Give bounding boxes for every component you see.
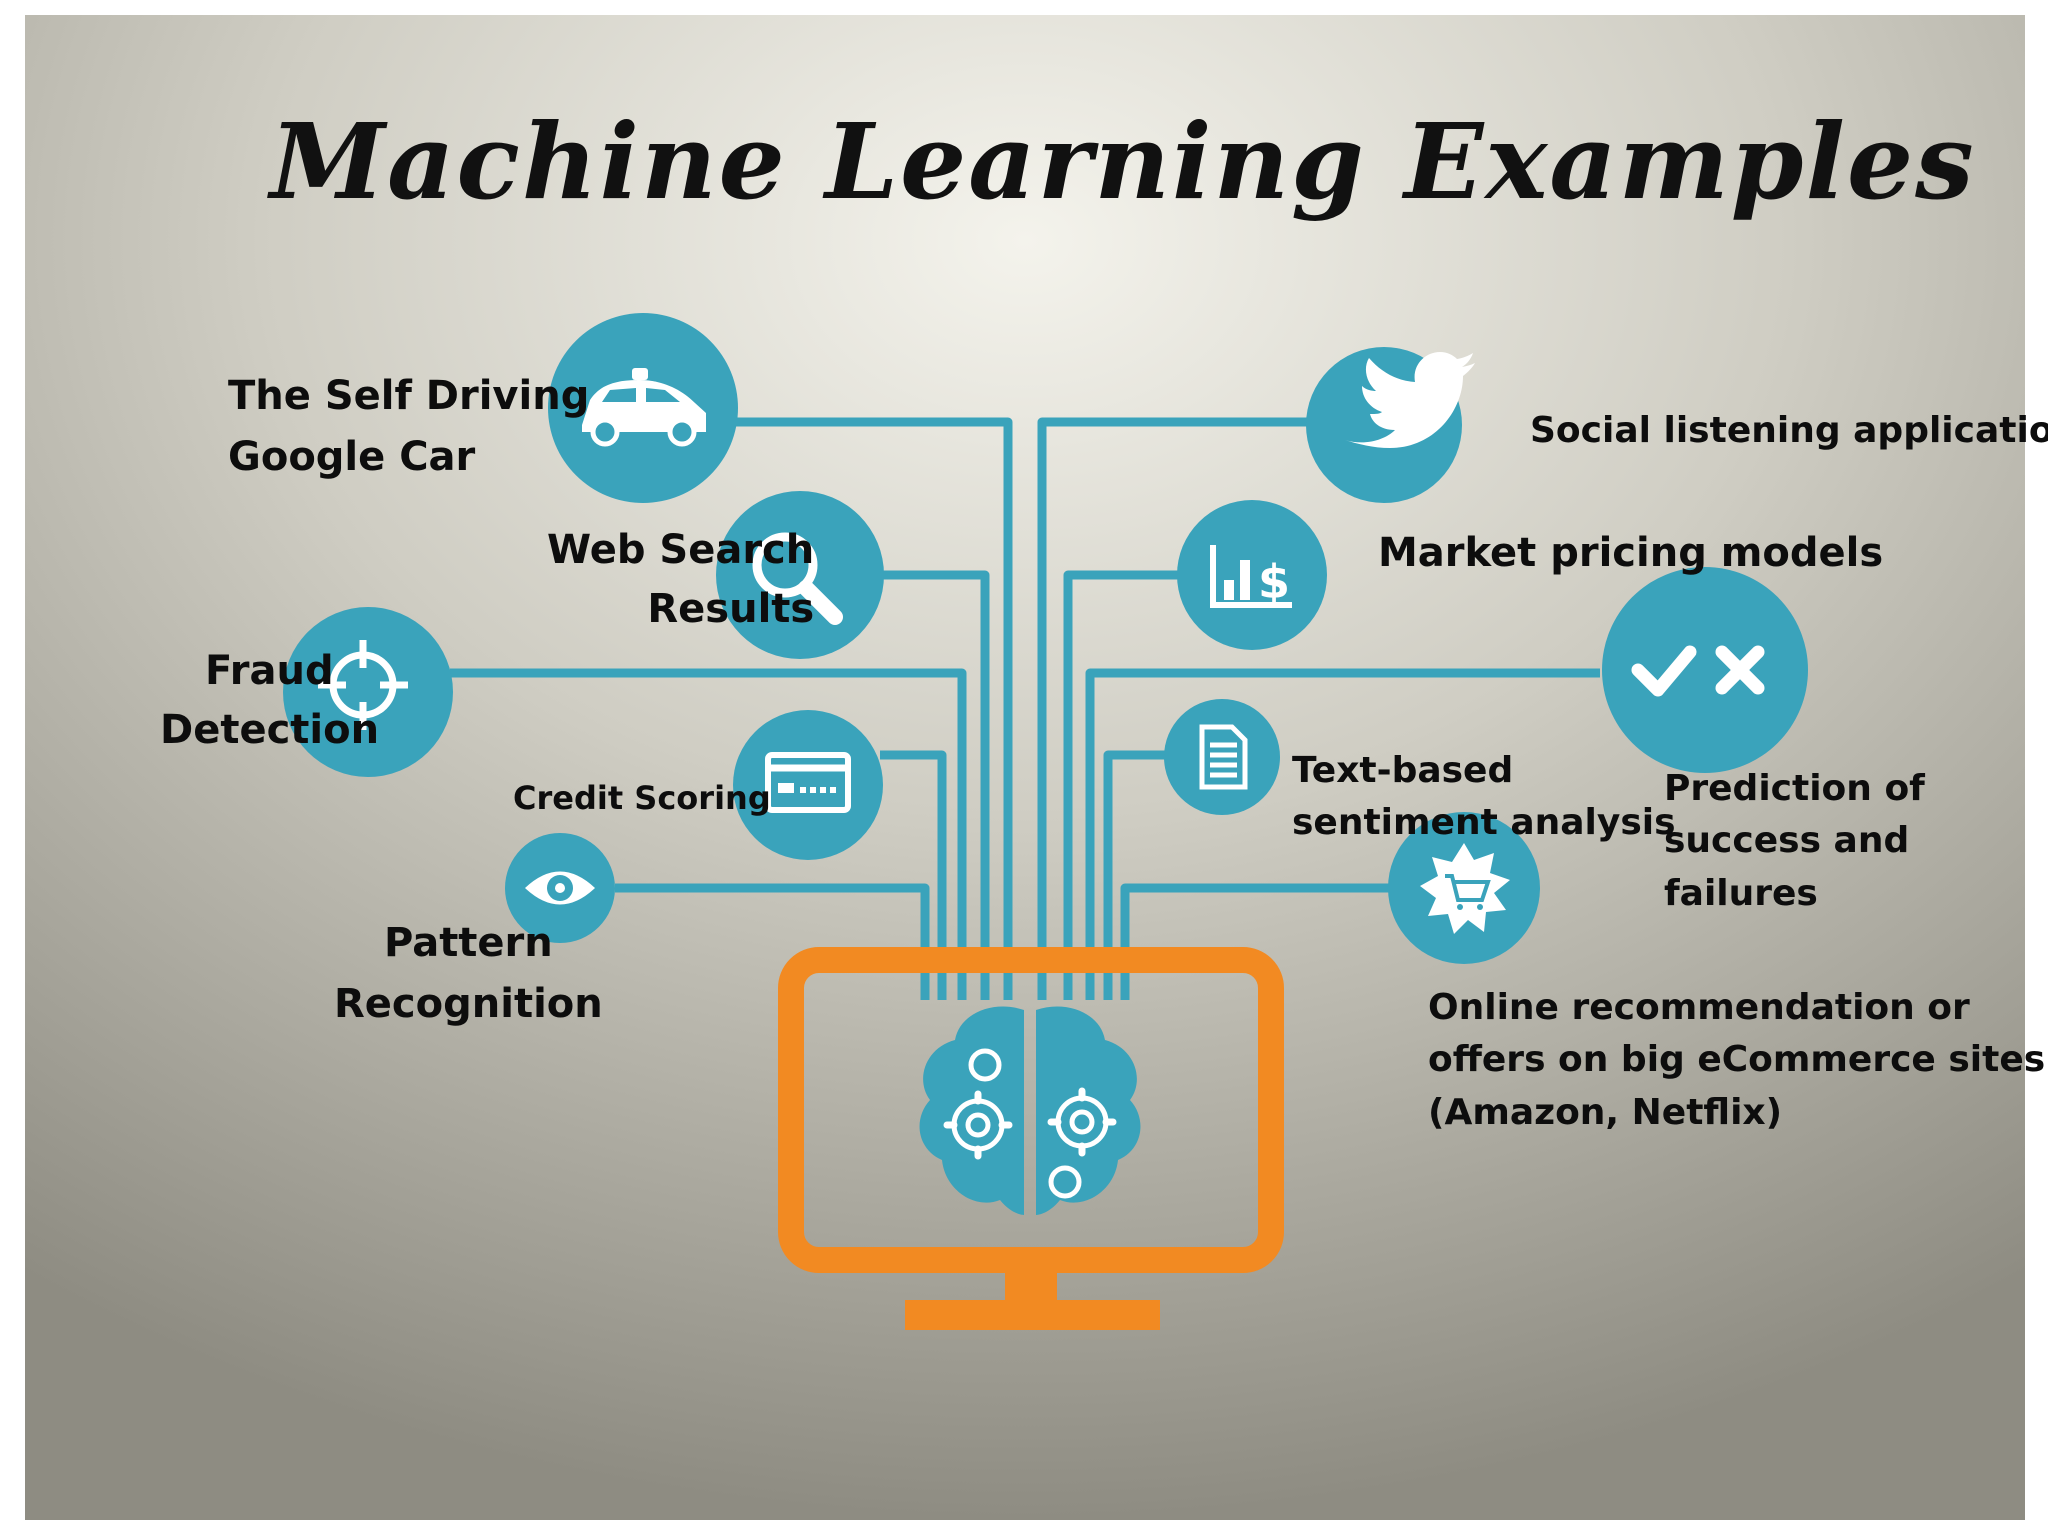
label-credit: Credit Scoring <box>513 779 771 818</box>
page-title: Machine Learning Examples <box>270 100 1976 223</box>
shopping-cart-badge-icon <box>1420 843 1510 934</box>
label-market: Market pricing models <box>1378 530 1883 577</box>
connector-sentiment <box>1103 750 1170 1000</box>
label-line: Detection <box>160 707 380 754</box>
crosshair-icon <box>318 640 408 730</box>
label-line: The Self Driving <box>228 373 590 419</box>
check-cross-icon <box>1631 645 1765 697</box>
label-line: Credit Scoring <box>513 779 771 817</box>
label-line: Results <box>647 586 815 633</box>
document-icon <box>1199 724 1248 790</box>
label-line: Pattern <box>383 920 553 966</box>
monitor-stand <box>905 1300 1160 1330</box>
label-social: Social listening applications <box>1530 410 2048 452</box>
connector-self-driving <box>735 417 1013 1000</box>
label-online: Online recommendation or offers on big e… <box>1428 987 2045 1134</box>
prediction-node <box>1602 567 1808 773</box>
label-line: Text-based <box>1292 750 1514 791</box>
label-line: Recognition <box>334 981 603 1028</box>
label-line: Social listening applications <box>1530 410 2048 451</box>
fraud-node <box>283 607 453 777</box>
label-line: success and <box>1664 820 1910 862</box>
label-line: Prediction of <box>1664 768 1925 809</box>
connector-credit <box>880 750 947 1000</box>
label-fraud: Fraud Detection <box>160 648 379 754</box>
label-line: Market pricing models <box>1378 530 1884 576</box>
sentiment-node <box>1164 699 1280 815</box>
label-prediction: Prediction of success and failures <box>1664 768 1925 915</box>
bar-chart-dollar-icon: $ <box>1210 545 1292 609</box>
twitter-bird-icon <box>1345 352 1475 448</box>
connector-web-search <box>880 570 990 1000</box>
label-web-search: Web Search Results <box>547 527 814 633</box>
label-line: offers on big eCommerce sites <box>1428 1039 2046 1081</box>
gear-icons <box>943 1048 1117 1199</box>
monitor-brain-gears-icon <box>778 947 1284 1330</box>
label-line: Google Car <box>228 434 476 481</box>
label-line: failures <box>1664 872 1818 914</box>
connector-fraud <box>450 668 967 1000</box>
online-node <box>1388 812 1540 964</box>
magnifier-icon <box>752 532 843 625</box>
pattern-node <box>505 833 615 943</box>
connector-prediction <box>1085 668 1600 1000</box>
label-line: Web Search <box>547 527 815 573</box>
self-driving-node <box>548 313 738 503</box>
label-pattern: Pattern Recognition <box>334 920 603 1028</box>
eye-icon <box>525 871 595 905</box>
market-node: $ <box>1177 500 1327 650</box>
label-line: Fraud <box>205 648 334 694</box>
monitor-frame <box>778 947 1284 1273</box>
label-self-driving: The Self Driving Google Car <box>228 373 589 481</box>
web-search-node <box>716 491 884 659</box>
credit-card-icon <box>765 752 851 813</box>
svg-text:$: $ <box>1258 555 1290 609</box>
social-node <box>1306 347 1475 503</box>
credit-scoring-node <box>733 710 883 860</box>
monitor-neck <box>1005 1270 1057 1300</box>
label-sentiment: Text-based sentiment analysis <box>1292 750 1676 845</box>
label-line: (Amazon, Netflix) <box>1428 1091 1783 1133</box>
label-line: Online recommendation or <box>1428 987 1970 1028</box>
connector-market <box>1063 570 1190 1000</box>
connector-social <box>1037 417 1310 1000</box>
car-icon <box>582 368 706 447</box>
label-line: sentiment analysis <box>1292 802 1676 844</box>
